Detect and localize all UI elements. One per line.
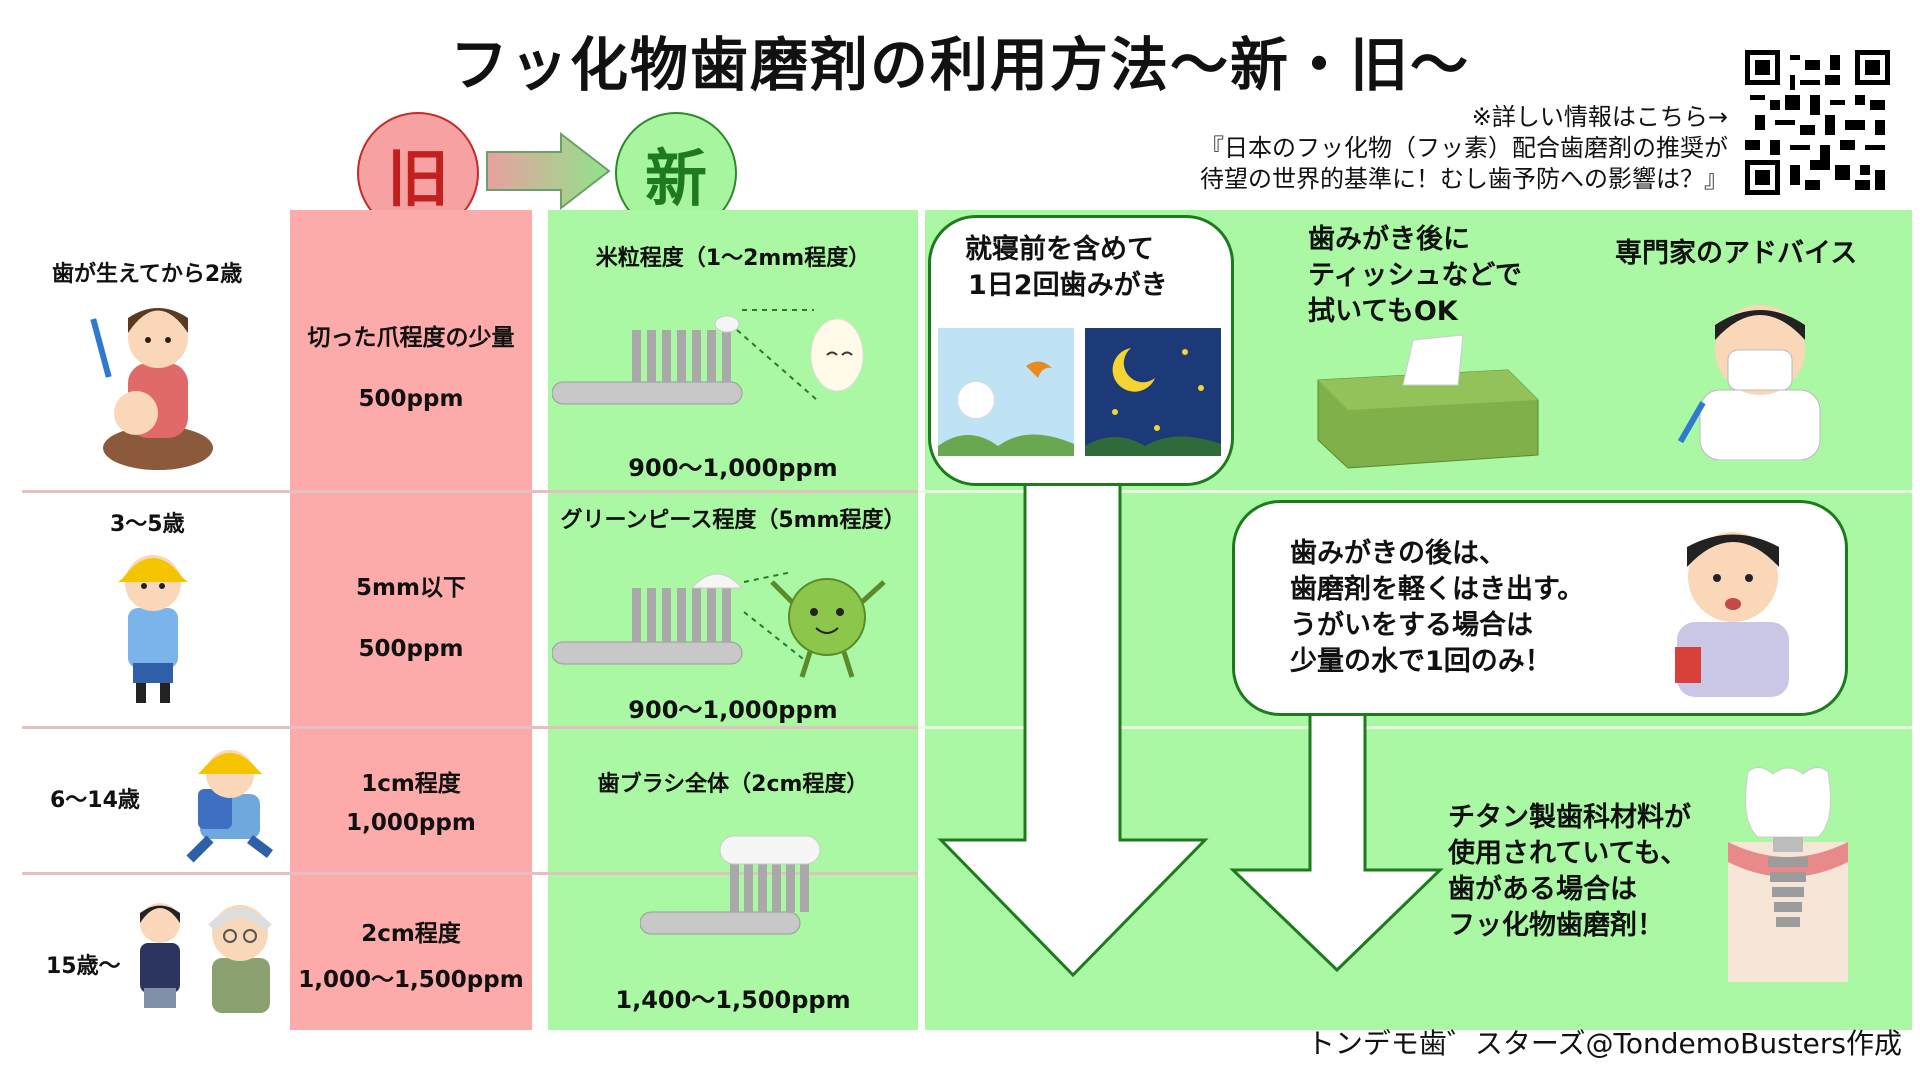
- info-note-line-1: ※詳しい情報はこちら→: [1471, 103, 1728, 131]
- old-to-new-arrow-icon: [486, 132, 611, 210]
- dentist-illustration-icon: [1677, 305, 1821, 460]
- brush-twice-line-2: 1日2回歯みがき: [968, 270, 1168, 301]
- info-note: ※詳しい情報はこちら→ 『日本のフッ化物（フッ素）配合歯磨剤の推奨が 待望の世界…: [1200, 102, 1728, 195]
- brush-twice-line-1: 就寝前を含めて: [965, 234, 1154, 265]
- new-ppm-row-3: 1,400～1,500ppm: [615, 986, 851, 1014]
- implant-line-2: 使用されていても、: [1448, 838, 1688, 869]
- boy-spitting-illustration-icon: [1675, 532, 1789, 697]
- old-ppm: 500ppm: [358, 386, 464, 412]
- old-cell-row-2: 5mm以下 500ppm: [290, 550, 532, 680]
- dental-implant-icon: [1728, 767, 1848, 982]
- day-sun-icon: [938, 328, 1074, 456]
- row-separator: [22, 872, 918, 875]
- old-ppm: 500ppm: [358, 636, 464, 662]
- info-note-line-3: 待望の世界的基準に！むし歯予防への影響は？』: [1200, 165, 1728, 193]
- old-amount: 1cm程度: [361, 771, 461, 797]
- old-column-panel: [290, 210, 532, 1030]
- down-arrow-left-icon: [937, 470, 1209, 978]
- spit-out-line-2: 歯磨剤を軽くはき出す。: [1290, 574, 1585, 605]
- row-separator: [22, 490, 918, 493]
- school-child-illustration-icon: [186, 750, 273, 863]
- row-separator: [22, 726, 918, 729]
- row-separator: [918, 726, 1912, 729]
- new-ppm-row-1: 900～1,000ppm: [628, 454, 838, 482]
- tissue-line-2: ティッシュなどで: [1308, 260, 1522, 291]
- new-ppm-row-2: 900～1,000ppm: [628, 696, 838, 724]
- old-cell-row-4: 2cm程度 1,000～1,500ppm: [290, 914, 532, 994]
- toothbrush-rice-grain-icon: [552, 309, 864, 405]
- row-separator: [918, 490, 1912, 493]
- old-cell-row-3: 1cm程度 1,000ppm: [290, 760, 532, 840]
- credit-footer: トンデモ歯゛スターズ@TondemoBusters作成: [1306, 1027, 1902, 1060]
- new-amount-row-3: 歯ブラシ全体（2cm程度）: [597, 772, 869, 797]
- old-amount: 切った爪程度の少量: [307, 325, 515, 351]
- info-note-line-2: 『日本のフッ化物（フッ素）配合歯磨剤の推奨が: [1200, 134, 1728, 162]
- night-moon-icon: [1085, 328, 1221, 456]
- new-amount-row-2: グリーンピース程度（5mm程度）: [560, 508, 906, 533]
- new-amount-row-1: 米粒程度（1～2mm程度）: [595, 246, 871, 271]
- old-cell-row-1: 切った爪程度の少量 500ppm: [290, 300, 532, 430]
- tissue-box-icon: [1317, 334, 1539, 469]
- spit-out-line-4: 少量の水で1回のみ！: [1290, 646, 1552, 677]
- old-amount: 5mm以下: [356, 575, 466, 601]
- toothbrush-full-paste-icon: [640, 835, 821, 935]
- student-elder-illustration-icon: [140, 903, 272, 1013]
- expert-advice-label: 専門家のアドバイス: [1615, 238, 1858, 269]
- age-row-1: 歯が生えてから2歳: [52, 262, 243, 287]
- tissue-line-1: 歯みがき後に: [1308, 224, 1470, 255]
- age-row-3: 6～14歳: [50, 788, 140, 813]
- down-arrow-right-icon: [1229, 705, 1444, 973]
- age-row-2: 3～5歳: [110, 512, 185, 537]
- kindergarten-child-illustration-icon: [118, 555, 188, 703]
- spit-out-line-3: うがいをする場合は: [1290, 610, 1533, 641]
- page-title: フッ化物歯磨剤の利用方法～新・旧～: [449, 31, 1470, 99]
- old-ppm: 1,000ppm: [346, 810, 476, 836]
- old-amount: 2cm程度: [361, 921, 461, 947]
- toothbrush-green-pea-icon: [552, 571, 886, 678]
- implant-line-1: チタン製歯科材料が: [1448, 802, 1691, 833]
- spit-out-line-1: 歯みがきの後は、: [1290, 538, 1506, 569]
- age-row-4: 15歳～: [46, 954, 121, 979]
- qr-code-icon[interactable]: [1745, 50, 1890, 195]
- mother-baby-illustration-icon: [90, 308, 213, 470]
- implant-line-4: フッ化物歯磨剤！: [1448, 910, 1664, 941]
- implant-line-3: 歯がある場合は: [1448, 874, 1637, 905]
- old-ppm: 1,000～1,500ppm: [298, 967, 524, 993]
- tissue-line-3: 拭いてもOK: [1308, 296, 1458, 327]
